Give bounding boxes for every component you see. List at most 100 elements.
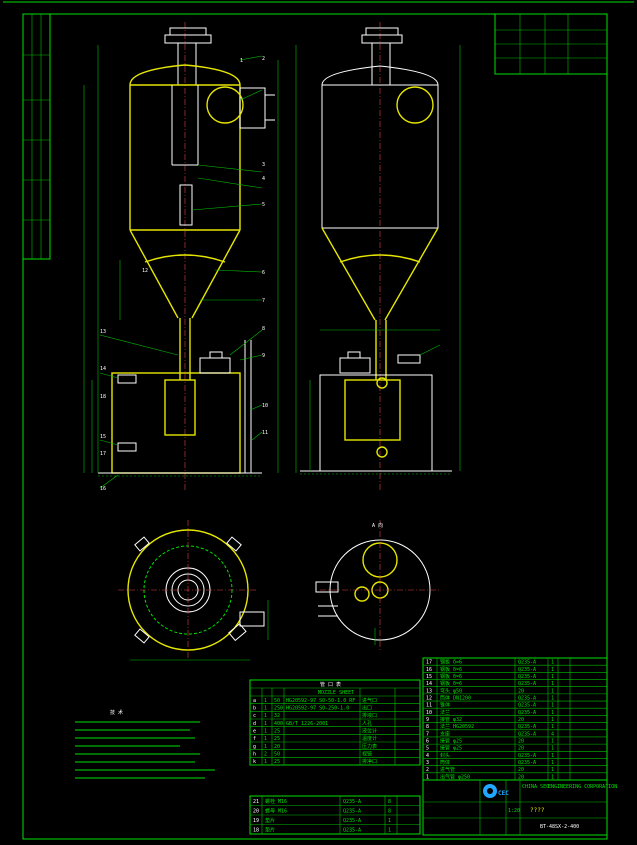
bom-qty: 1 [551,717,554,723]
bottom-part-qty: 1 [388,818,391,824]
nozzle-qty: 1 [264,759,267,765]
bom-material: Q235-A [518,660,536,666]
nozzle-mark: a [253,698,256,704]
bottom-part-no: 18 [253,828,259,834]
bom-name: 接管 φ32 [440,716,462,723]
bom-material: 20 [518,767,524,773]
nozzle-size: 25 [274,759,280,765]
bom-qty: 1 [551,724,554,730]
bom-name: 封头 [440,752,450,759]
bom-no: 13 [426,688,432,694]
nozzle-use: 液位计 [362,727,377,734]
sheet-border [22,13,608,840]
bom-no: 14 [426,681,432,687]
nozzle-mark: e [253,728,256,734]
nozzle-mark: f [253,736,256,742]
bom-no: 2 [426,767,429,773]
side-elevation-view [300,22,461,490]
bom-name: 钢板 δ=6 [440,666,462,673]
bom-qty: 1 [551,681,554,687]
nozzle-use: 视镜 [362,750,372,757]
bottom-part-material: Q235-A [343,828,361,834]
bom-qty: 1 [551,710,554,716]
bom-material: 20 [518,774,524,780]
nozzle-table-title: 管 口 表 [320,681,341,688]
bom-qty: 1 [551,767,554,773]
bottom-part-material: Q235-A [343,809,361,815]
nozzle-std: GB/T 1226-2001 [286,721,328,727]
bom-material: Q235-A [518,681,536,687]
bom-name: 钢板 δ=6 [440,680,462,687]
bom-material: Q235-A [518,731,536,737]
bom-no: 6 [426,739,429,745]
company-name-en-2: ENGINEERING CORPORATION [548,784,617,790]
section-view-a [315,520,440,650]
svg-text:4: 4 [262,176,265,182]
svg-text:7: 7 [262,298,265,304]
bom-qty: 1 [551,760,554,766]
bom-no: 12 [426,695,432,701]
bottom-part-qty: 8 [388,809,391,815]
nozzle-use: 压力表 [362,743,377,750]
bom-material: 20 [518,688,524,694]
bom-no: 11 [426,703,432,709]
bom-material: 20 [518,739,524,745]
nozzle-use: 出口 [362,704,372,711]
svg-text:12: 12 [142,268,148,274]
notes-title: 技 术 [110,709,123,716]
nozzle-mark: c [253,713,256,719]
bom-name: 接管 φ25 [440,745,462,752]
bom-name: 钢板 δ=6 [440,673,462,680]
nozzle-qty: 1 [264,713,267,719]
nozzle-mark: b [253,705,256,711]
svg-text:9: 9 [262,353,265,359]
bom-name: 筒体 DN1200 [440,694,471,701]
bom-name: 法兰 HG20592 [440,723,474,730]
part-number-labels: 1 2 3 4 5 6 7 8 9 10 11 12 13 14 15 16 1… [100,56,268,492]
bom-name: 进气管 [440,766,455,773]
nozzle-size: 25 [274,728,280,734]
bom-qty: 4 [551,731,554,737]
nozzle-size: 50 [274,751,280,757]
nozzle-mark: d [253,721,256,727]
svg-text:17: 17 [100,451,106,457]
nozzle-size: 20 [274,744,280,750]
bottom-part-name: 螺栓 M16 [265,798,287,805]
bom-material: Q235-A [518,724,536,730]
bottom-part-qty: 1 [388,828,391,834]
company-name-en: CHINA SEO [522,784,549,790]
bom-no: 1 [426,774,429,780]
bom-name: 支座 [440,730,450,737]
view-a-label: A 向 [372,522,383,529]
bom-name: 钢板 δ=6 [440,659,462,666]
bom-qty: 1 [551,703,554,709]
bom-no: 5 [426,746,429,752]
bom-qty: 1 [551,660,554,666]
bom-name: 筒体 [440,759,450,766]
svg-text:10: 10 [262,403,268,409]
bom-qty: 1 [551,774,554,780]
bottom-part-material: Q235-A [343,818,361,824]
nozzle-size: 250 [274,705,283,711]
bom-no: 8 [426,724,429,730]
bom-no: 3 [426,760,429,766]
bom-qty: 1 [551,739,554,745]
title-block [422,779,608,836]
nozzle-qty: 1 [264,736,267,742]
bom-qty: 1 [551,695,554,701]
nozzle-size: 50 [274,698,280,704]
bottom-part-material: Q235-A [343,799,361,805]
bom-qty: 1 [551,667,554,673]
plan-view-left [118,520,269,661]
company-logo-text: CEC [498,790,509,797]
bom-no: 4 [426,753,429,759]
bom-name: 接管 φ25 [440,738,462,745]
technical-notes [75,721,215,779]
part-name: ???? [530,807,545,814]
bom-qty: 1 [551,746,554,752]
